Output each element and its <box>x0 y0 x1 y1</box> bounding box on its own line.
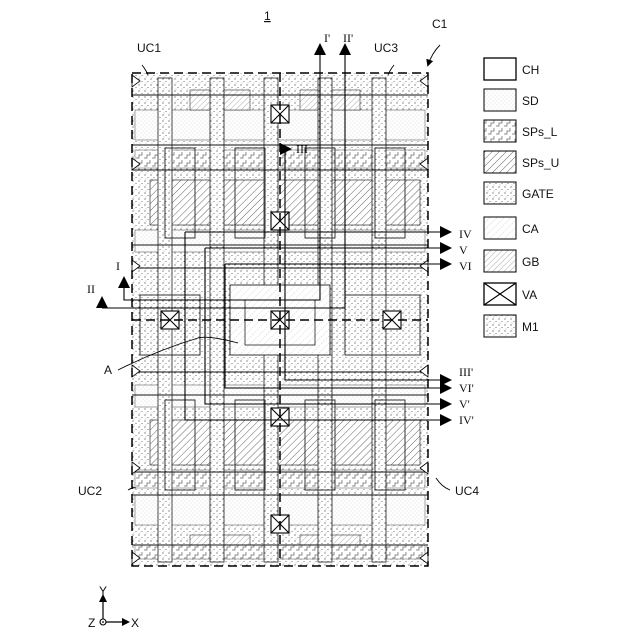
svg-text:GATE: GATE <box>522 187 554 201</box>
legend-item-sps-u: SPs_U <box>484 151 559 173</box>
legend-item-ca: CA <box>484 217 539 239</box>
svg-text:VA: VA <box>522 288 537 302</box>
legend-item-sps-l: SPs_L <box>484 120 558 142</box>
legend-item-gb: GB <box>484 250 539 272</box>
label-uc4: UC4 <box>455 484 479 498</box>
axis-x-label: X <box>131 616 139 630</box>
svg-text:SPs_U: SPs_U <box>522 156 559 170</box>
legend-item-ch: CH <box>484 58 539 80</box>
legend: CH SD SPs_L SPs_U GATE CA GB <box>484 58 559 337</box>
label-v-prime: V' <box>459 397 470 411</box>
label-a: A <box>104 363 112 377</box>
label-vi: VI <box>459 259 472 273</box>
figure-number: 1 <box>264 9 271 23</box>
label-ii-prime: II' <box>343 31 353 45</box>
svg-text:GB: GB <box>522 255 539 269</box>
svg-text:M1: M1 <box>522 320 539 334</box>
legend-item-va: VA <box>484 283 537 305</box>
svg-text:SPs_L: SPs_L <box>522 125 558 139</box>
label-uc3: UC3 <box>374 41 398 55</box>
cell-label-c1: C1 <box>432 17 448 31</box>
svg-text:CA: CA <box>522 222 539 236</box>
label-iv: IV <box>459 227 472 241</box>
label-i-prime: I' <box>324 31 330 45</box>
legend-item-gate: GATE <box>484 182 554 204</box>
label-i: I <box>116 259 120 273</box>
axis-z-label: Z <box>88 616 95 630</box>
legend-item-m1: M1 <box>484 315 539 337</box>
label-ii: II <box>87 282 95 296</box>
label-iii: III <box>296 142 308 156</box>
label-uc2: UC2 <box>78 484 102 498</box>
axis-indicator: Y X Z <box>88 584 139 630</box>
label-vi-prime: VI' <box>459 381 474 395</box>
label-iii-prime: III' <box>459 365 473 379</box>
label-v: V <box>459 243 468 257</box>
label-iv-prime: IV' <box>459 413 474 427</box>
legend-item-sd: SD <box>484 89 539 111</box>
svg-text:SD: SD <box>522 94 539 108</box>
svg-text:CH: CH <box>522 63 539 77</box>
axis-y-label: Y <box>99 584 107 598</box>
label-uc1: UC1 <box>137 41 161 55</box>
